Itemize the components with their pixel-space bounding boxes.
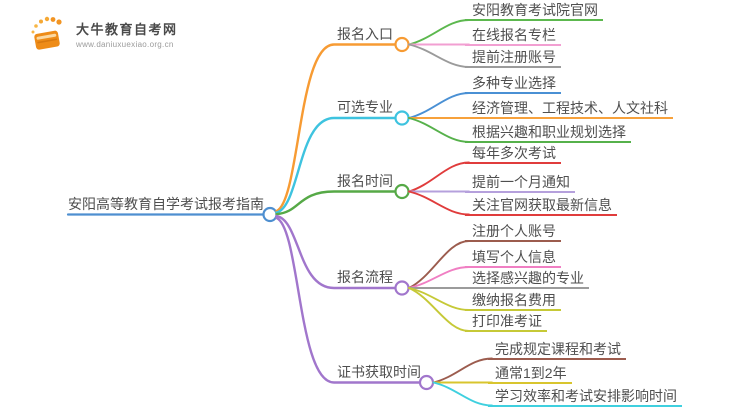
branch-label-4: 报名流程: [337, 269, 393, 285]
leaf-curve-4-1: [408, 240, 470, 289]
branch-curve-2: [275, 116, 397, 214]
branch-label-2: 可选专业: [337, 99, 393, 115]
leaf-node-4-3: 选择感兴趣的专业: [465, 269, 589, 289]
leaf-node-4-1: 注册个人账号: [465, 222, 561, 242]
leaf-curve-4-2: [408, 266, 470, 289]
branch-circle-1: [394, 36, 410, 53]
leaf-curve-1-3: [408, 43, 470, 68]
leaf-node-3-1: 每年多次考试: [465, 144, 561, 164]
branch-circle-4: [394, 280, 410, 296]
branch-label-3: 报名时间: [337, 172, 393, 189]
branch-curve-4: [275, 214, 397, 290]
leaf-node-5-1: 完成规定课程和考试: [488, 340, 626, 360]
leaf-node-1-1: 安阳教育考试院官网: [465, 1, 603, 21]
root-circle: [262, 206, 278, 223]
leaf-node-4-2: 填写个人信息: [465, 248, 561, 268]
root-node: 安阳高等教育自学考试报考指南: [68, 195, 264, 212]
leaf-curve-1-1: [408, 19, 470, 46]
leaf-curve-5-3: [432, 381, 493, 407]
logo-site-name: 大牛教育自考网: [76, 22, 178, 37]
branch-label-5: 证书获取时间: [337, 363, 421, 380]
branch-curve-3: [275, 190, 397, 216]
leaf-curve-3-1: [408, 161, 470, 193]
branch-curve-5: [275, 216, 421, 384]
leaf-node-5-2: 通常1到2年: [488, 364, 572, 384]
leaf-node-3-2: 提前一个月通知: [465, 173, 575, 193]
leaf-node-4-5: 打印准考证: [465, 312, 547, 332]
leaf-curve-4-4: [408, 287, 470, 311]
branch-curve-1: [275, 43, 397, 213]
leaf-curve-4-5: [408, 287, 470, 332]
leaf-node-1-2: 在线报名专栏: [465, 26, 561, 46]
branch-circle-3: [394, 183, 410, 200]
leaf-node-2-3: 根据兴趣和职业规划选择: [465, 123, 631, 143]
leaf-curve-2-3: [408, 117, 470, 143]
leaf-node-3-3: 关注官网获取最新信息: [465, 196, 617, 216]
site-logo: 大牛教育自考网 www.daniuxuexiao.org.cn: [28, 14, 178, 54]
leaf-curve-2-1: [408, 92, 470, 119]
book-sun-icon: [31, 16, 62, 50]
logo-text: 大牛教育自考网 www.daniuxuexiao.org.cn: [76, 19, 178, 49]
logo-site-url: www.daniuxuexiao.org.cn: [76, 40, 174, 49]
leaf-curve-5-1: [432, 357, 493, 384]
branch-circle-5: [418, 374, 435, 391]
leaf-node-2-2: 经济管理、工程技术、人文社科: [465, 99, 673, 119]
branch-circle-2: [394, 110, 410, 126]
leaf-curve-3-3: [408, 190, 470, 216]
leaf-node-4-4: 缴纳报名费用: [465, 291, 561, 311]
leaf-node-2-1: 多种专业选择: [465, 74, 561, 94]
leaf-node-1-3: 提前注册账号: [465, 48, 561, 68]
branch-label-1: 报名入口: [337, 25, 393, 42]
leaf-node-5-3: 学习效率和考试安排影响时间: [488, 387, 682, 407]
